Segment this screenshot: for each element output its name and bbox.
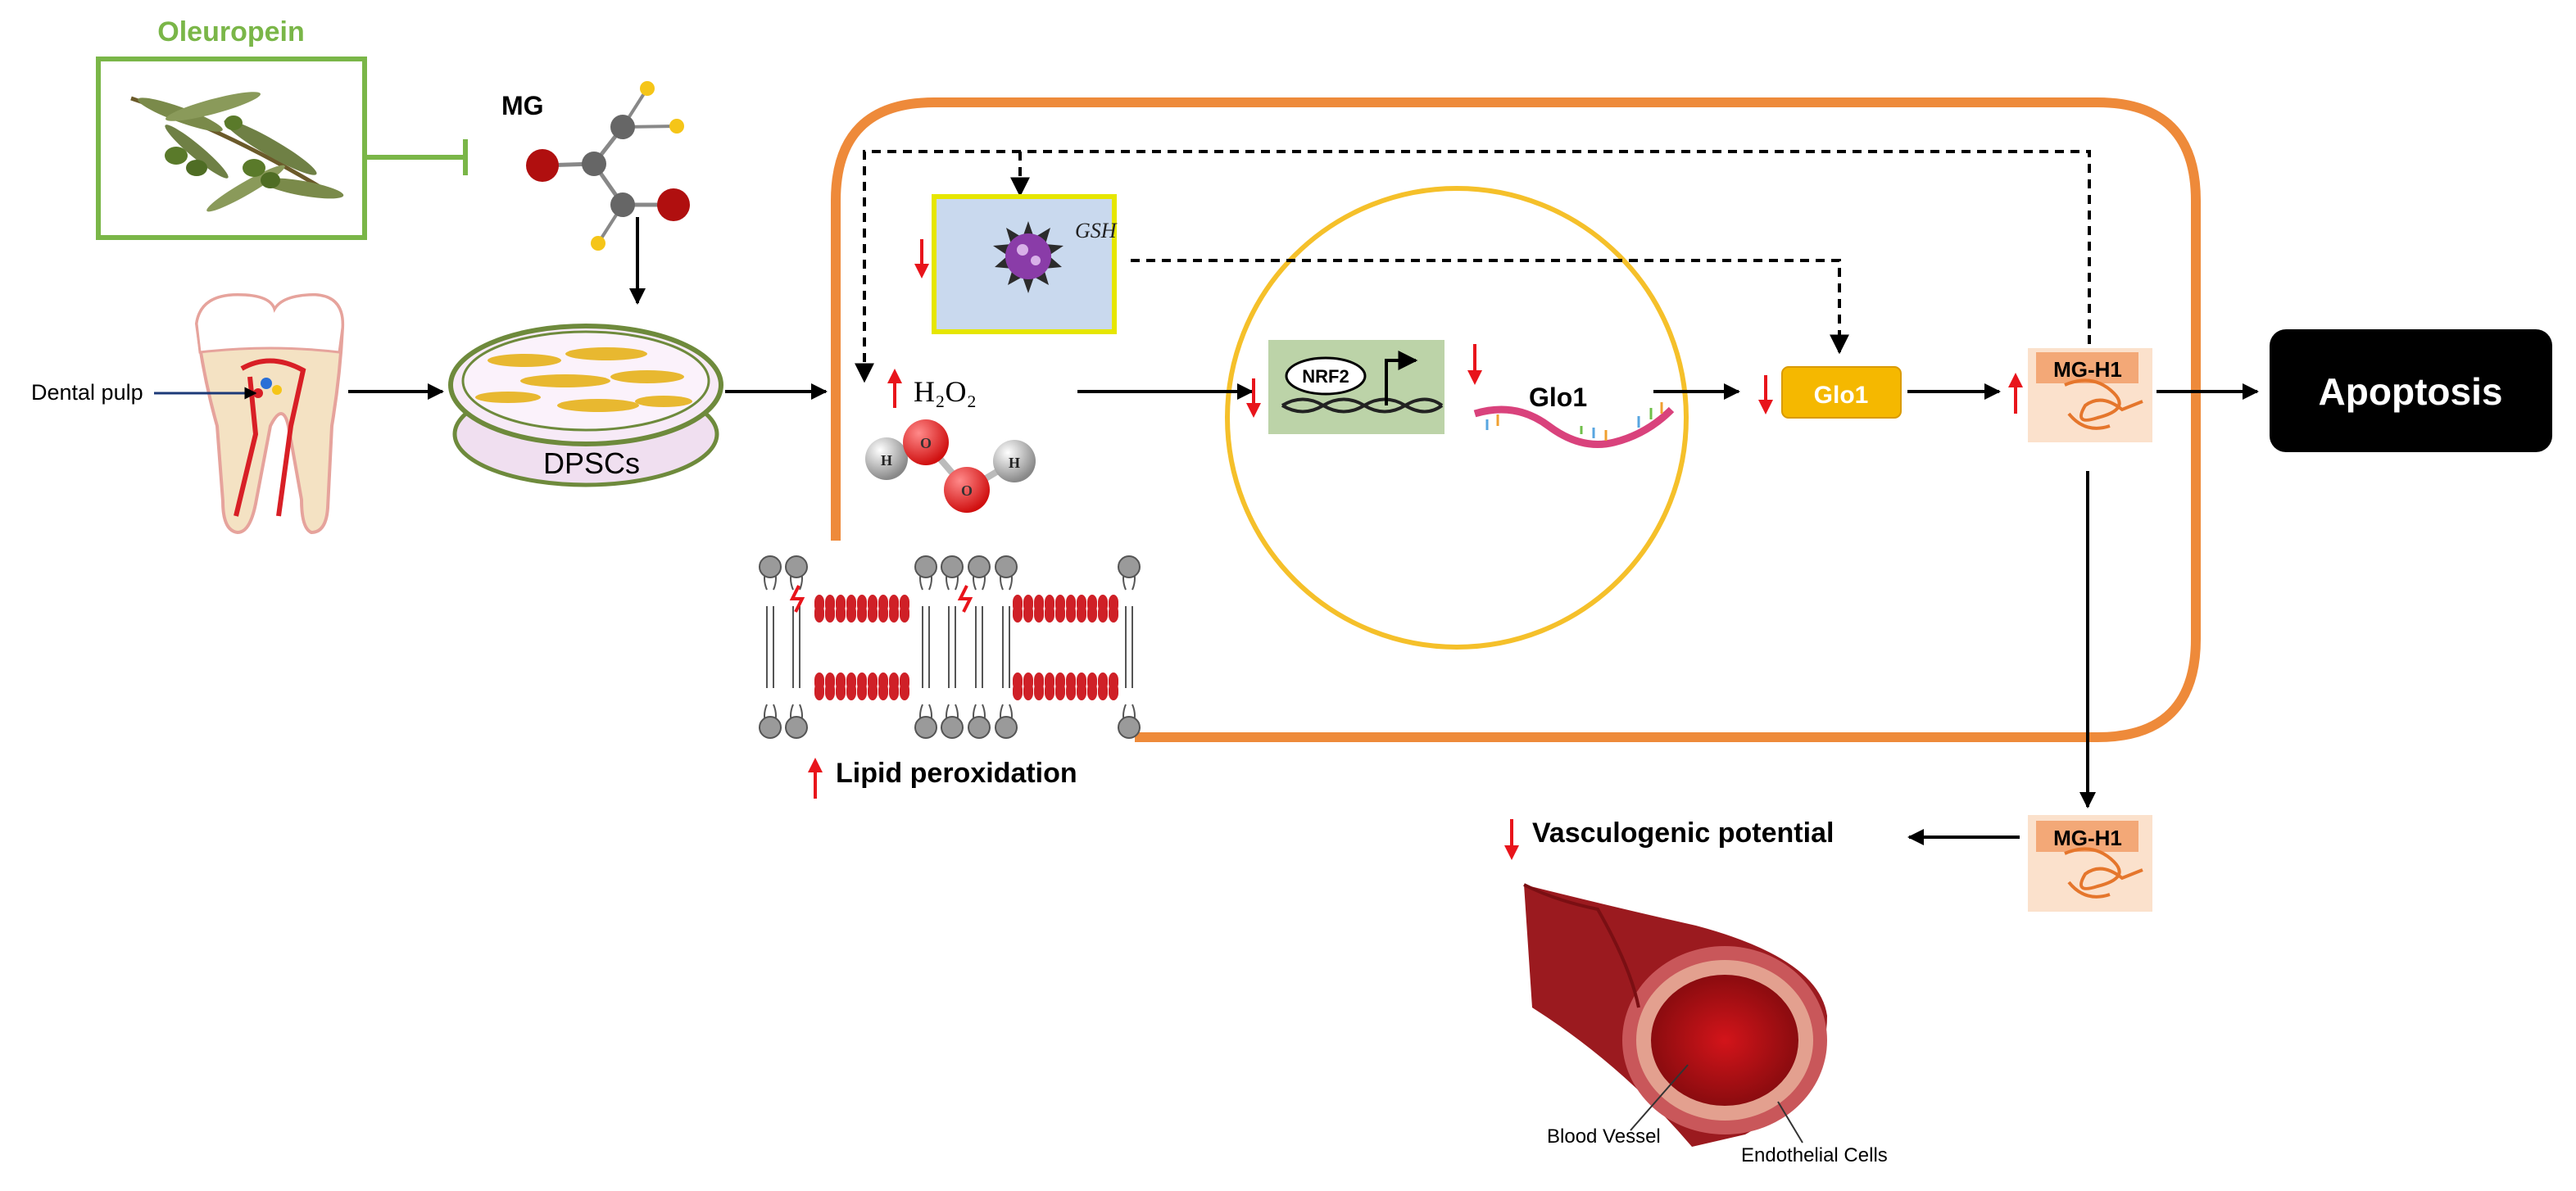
blood-vessel-illustration	[1523, 883, 1827, 1147]
apoptosis-box	[2270, 329, 2552, 452]
petri-dish	[448, 324, 723, 487]
o-atom-1-label: O	[920, 435, 932, 451]
glo1-protein-down-arrow	[1758, 375, 1773, 414]
lipid-peroxidation-label: Lipid peroxidation	[836, 758, 1077, 789]
apoptosis-label: Apoptosis	[2319, 370, 2503, 413]
nrf2-label: NRF2	[1302, 366, 1349, 387]
olive-branch-image	[96, 57, 367, 240]
nrf2-down-arrow	[1246, 378, 1261, 418]
vasculogenic-down-arrow	[1504, 819, 1519, 860]
glo1-protein-box	[1781, 366, 1902, 419]
mgh1-label: MG-H1	[2053, 357, 2122, 382]
h2o2-molecule	[865, 419, 1036, 513]
cell-membrane-border	[831, 97, 2201, 742]
mgh1-box	[2028, 348, 2152, 442]
gsh-label: GSH	[1075, 219, 1118, 242]
glo1-mrna-label: Glo1	[1529, 383, 1587, 412]
dpscs-label: DPSCs	[543, 446, 640, 480]
mrna-strand	[1473, 402, 1675, 448]
h-atom-1-label: H	[881, 452, 892, 469]
nrf2-gene-box	[1268, 340, 1444, 434]
glo1-mrna-down-arrow	[1467, 344, 1482, 385]
gsh-box	[932, 194, 1117, 334]
inhibition-line	[365, 139, 468, 175]
mgh1-outside-label: MG-H1	[2053, 826, 2122, 850]
mgh1-up-arrow	[2008, 373, 2023, 414]
lipid-peroxidation-up-arrow	[808, 758, 823, 799]
nucleus-border	[1225, 186, 1689, 650]
gsh-down-arrow	[914, 239, 929, 279]
h2o2-up-arrow	[887, 369, 902, 408]
feedback-dashed-arrows	[855, 150, 2091, 383]
dental-pulp-label: Dental pulp	[31, 380, 143, 405]
lipid-bilayer	[759, 555, 1141, 739]
blood-vessel-label: Blood Vessel	[1547, 1125, 1661, 1148]
blood-vessel-pointer	[1630, 1064, 1689, 1131]
methylglyoxal-molecule	[526, 81, 690, 251]
mg-label: MG	[501, 91, 544, 120]
endothelial-pointer	[1777, 1101, 1803, 1143]
h-atom-2-label: H	[1009, 455, 1020, 471]
endothelial-cells-label: Endothelial Cells	[1741, 1144, 1888, 1166]
vasculogenic-label: Vasculogenic potential	[1532, 817, 1834, 849]
glo1-protein-label: Glo1	[1814, 382, 1869, 409]
oleuropein-label: Oleuropein	[157, 16, 304, 48]
mgh1-outside-box	[2028, 815, 2152, 912]
tooth-illustration	[194, 292, 345, 535]
h2o2-label: H₂O₂	[914, 375, 977, 408]
o-atom-2-label: O	[961, 482, 973, 499]
